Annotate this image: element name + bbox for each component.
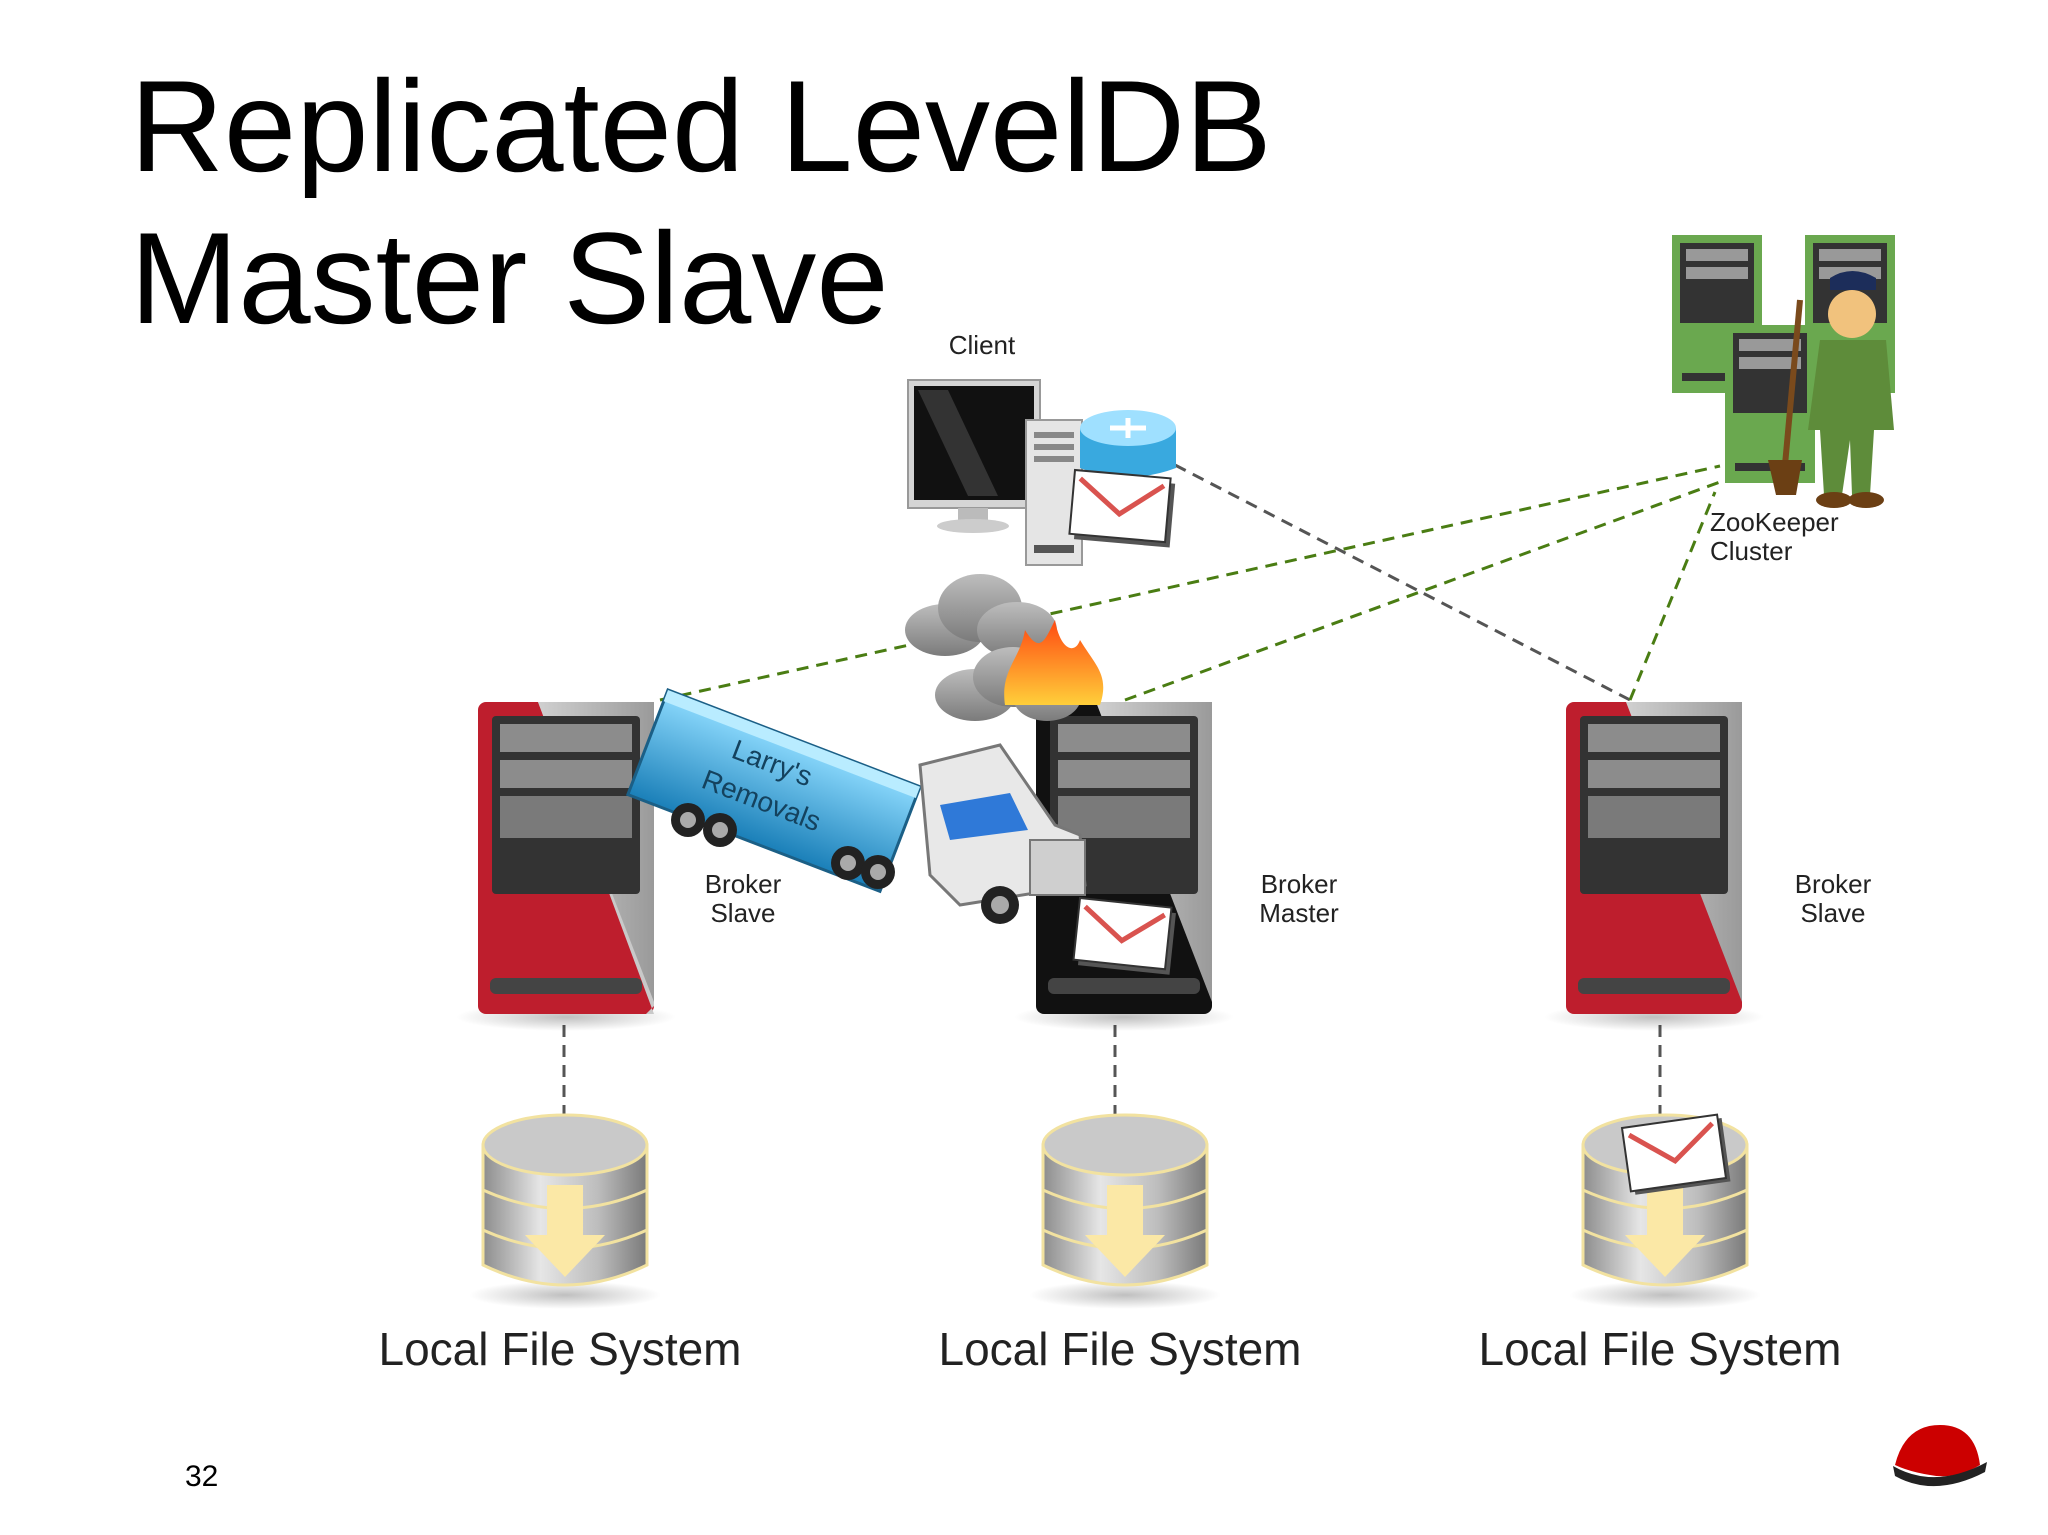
broker-mid-line2: Master	[1259, 898, 1339, 928]
zk-link-left-slave	[659, 464, 1721, 702]
message-envelope-icon	[1068, 468, 1176, 548]
broker-left-line2: Slave	[710, 898, 776, 928]
broker-right-line2: Slave	[1800, 898, 1866, 928]
server-icon	[1544, 702, 1764, 1031]
database-icon	[1029, 1113, 1221, 1309]
fs-right-label: Local File System	[1478, 1323, 1842, 1375]
zookeeper-label-line2: Cluster	[1710, 536, 1793, 566]
broker-right-label: Broker Slave	[1783, 870, 1883, 928]
zookeeper-label-line1: ZooKeeper	[1710, 507, 1839, 537]
client-label: Client	[948, 330, 1016, 360]
broker-right-line1: Broker	[1794, 869, 1872, 899]
zookeeper-character-icon	[1768, 271, 1894, 508]
database-icon	[469, 1113, 661, 1309]
message-envelope-icon	[1620, 1113, 1731, 1195]
title-line-2: Master Slave	[130, 205, 889, 351]
broker-mid-line1: Broker	[1260, 869, 1338, 899]
storage-links	[562, 1025, 1662, 1120]
fs-mid-label: Local File System	[938, 1323, 1302, 1375]
zookeeper-connection-lines	[659, 464, 1721, 702]
client-connection-lines	[1174, 463, 1631, 702]
client-computer-icon	[907, 379, 1083, 566]
fs-left-label: Local File System	[378, 1323, 742, 1375]
zookeeper-label: ZooKeeper Cluster	[1710, 508, 1839, 566]
fire-icon	[1004, 620, 1104, 705]
message-envelope-icon	[1072, 896, 1176, 975]
redhat-logo-icon	[1893, 1425, 1987, 1487]
server-icon	[456, 702, 676, 1031]
slide-title: Replicated LevelDB Master Slave	[130, 50, 1272, 354]
zk-link-master	[1124, 480, 1721, 702]
network-router-icon	[1080, 410, 1176, 477]
title-line-1: Replicated LevelDB	[130, 53, 1272, 199]
broker-mid-label: Broker Master	[1249, 870, 1349, 928]
client-to-slave-link	[1174, 463, 1631, 702]
broker-left-label: Broker Slave	[693, 870, 793, 928]
truck-icon: Larry's Removals	[625, 688, 1087, 924]
zk-cap-text: ZOO	[1895, 280, 1915, 290]
zk-link-right-slave	[1628, 491, 1717, 701]
page-number: 32	[185, 1460, 219, 1493]
broker-left-line1: Broker	[704, 869, 782, 899]
